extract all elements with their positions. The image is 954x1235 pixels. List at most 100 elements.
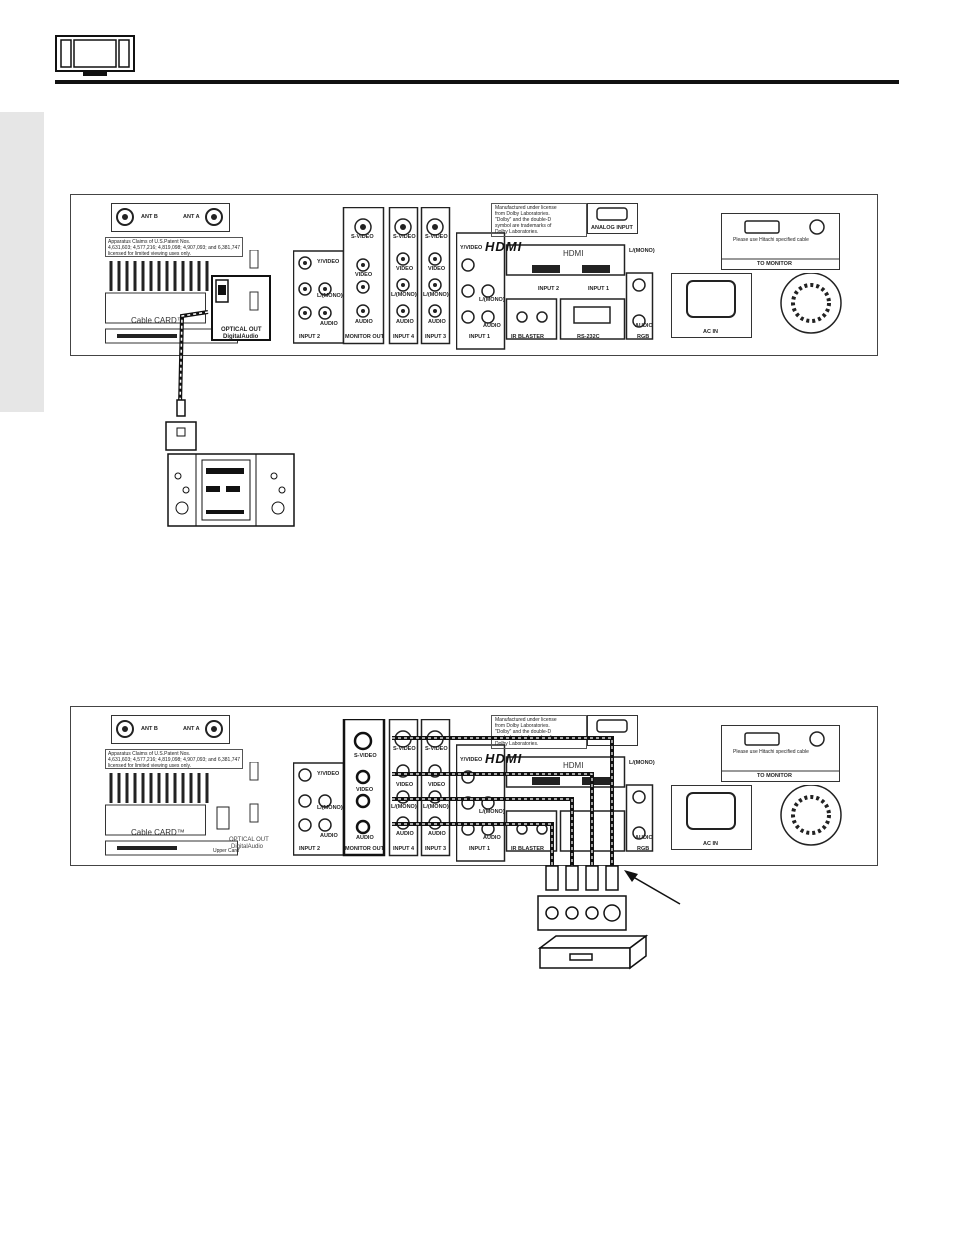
- ant-b-label: ANT B: [141, 726, 158, 732]
- antenna-box: [111, 203, 230, 232]
- input1-l-label: L/(MONO): [479, 297, 505, 303]
- input4-audio-label: AUDIO: [396, 831, 414, 837]
- cablecard-label: Cable CARD™: [131, 316, 185, 325]
- rgb-audio-label: AUDIO: [635, 835, 653, 841]
- input4-svideo-label: S-VIDEO: [393, 746, 416, 752]
- ant-a-label: ANT A: [183, 214, 200, 220]
- ir-blaster-label: IR BLASTER: [511, 846, 544, 852]
- input3-l-label: L/(MONO): [423, 804, 449, 810]
- side-tab: [0, 112, 44, 412]
- input4-audio-label: AUDIO: [396, 319, 414, 325]
- input1-label: INPUT 1: [469, 334, 491, 340]
- input2-y-label: Y/VIDEO: [317, 259, 340, 265]
- input4-label: INPUT 4: [393, 846, 415, 852]
- rgb-label: RGB: [637, 334, 650, 340]
- optical-out-label: OPTICAL OUT: [229, 837, 269, 843]
- cable-note: Please use Hitachi specified cable: [733, 749, 809, 755]
- hdmi-label: HDMI: [563, 249, 584, 258]
- rs232c-label: RS-232C: [577, 334, 600, 340]
- input4-video-label: VIDEO: [396, 266, 414, 272]
- patent-note: Apparatus Claims of U.S.Patent Nos. 4,63…: [105, 749, 243, 769]
- input4-l-label: L/(MONO): [391, 804, 417, 810]
- monitor-out-audio-label: AUDIO: [356, 835, 374, 841]
- input2-label: INPUT 2: [299, 846, 321, 852]
- digital-audio-label: DigitalAudio: [223, 334, 259, 340]
- input3-svideo-label: S-VIDEO: [425, 234, 448, 240]
- input4-video-label: VIDEO: [396, 782, 414, 788]
- cable-note: Please use Hitachi specified cable: [733, 237, 809, 243]
- ant-a-label: ANT A: [183, 726, 200, 732]
- monitor-out-svideo-label: S-VIDEO: [351, 234, 374, 240]
- switch-marks: [249, 250, 259, 311]
- ant-b-label: ANT B: [141, 214, 158, 220]
- input2-audio-label: AUDIO: [320, 833, 338, 839]
- hdmi-input2-label: INPUT 2: [538, 286, 560, 292]
- to-monitor-label: TO MONITOR: [757, 773, 792, 779]
- monitor-out-video-label: VIDEO: [356, 787, 374, 793]
- input2-label: INPUT 2: [299, 334, 321, 340]
- rgb-l-label: L/(MONO): [629, 248, 655, 254]
- input2-l-label: L/(MONO): [317, 293, 343, 299]
- dolby-note: Manufactured under license from Dolby La…: [491, 203, 587, 237]
- digital-audio-label: DigitalAudio: [231, 844, 264, 850]
- analog-input-port: [587, 715, 638, 746]
- hdmi-input1-label: INPUT 1: [588, 286, 610, 292]
- switch-marks: [249, 762, 259, 823]
- input3-label: INPUT 3: [425, 846, 447, 852]
- to-monitor-port: [721, 213, 840, 270]
- rgb-label: RGB: [637, 846, 650, 852]
- hdmi-label: HDMI: [563, 761, 584, 770]
- tv-icon: [55, 35, 135, 76]
- av-input-bank: [293, 207, 451, 345]
- monitor-out-cables-and-vcr: [392, 736, 681, 970]
- input3-svideo-label: S-VIDEO: [425, 746, 448, 752]
- input3-audio-label: AUDIO: [428, 831, 446, 837]
- input1-y-label: Y/VIDEO: [460, 757, 483, 763]
- monitor-out-video-label: VIDEO: [355, 272, 373, 278]
- input1-l-label: L/(MONO): [479, 809, 505, 815]
- input4-l-label: L/(MONO): [391, 292, 417, 298]
- rear-panel-optical: ANT B ANT A Apparatus Claims of U.S.Pate…: [70, 194, 878, 356]
- hdmi-logo: HDMI: [485, 239, 523, 254]
- patent-note: Apparatus Claims of U.S.Patent Nos. 4,63…: [105, 237, 243, 257]
- ac-in-power: [671, 273, 842, 338]
- input3-audio-label: AUDIO: [428, 319, 446, 325]
- cablecard-slot: [105, 773, 238, 856]
- optical-port-box: [211, 275, 271, 341]
- hdmi-logo: HDMI: [485, 751, 523, 766]
- av-input-bank: [293, 719, 451, 857]
- input2-l-label: L/(MONO): [317, 805, 343, 811]
- monitor-out-svideo-label: S-VIDEO: [354, 753, 377, 759]
- rgb-audio-label: AUDIO: [635, 323, 653, 329]
- analog-input-port: [587, 203, 638, 234]
- ac-in-label: AC IN: [703, 329, 718, 335]
- ir-blaster-label: IR BLASTER: [511, 334, 544, 340]
- input3-l-label: L/(MONO): [423, 292, 449, 298]
- input1-audio-label: AUDIO: [483, 323, 501, 329]
- optical-out-label: OPTICAL OUT: [221, 327, 262, 333]
- input3-video-label: VIDEO: [428, 782, 446, 788]
- antenna-box: [111, 715, 230, 744]
- monitor-out-label: MONITOR OUT: [345, 334, 385, 340]
- hdmi-input1-bank: [456, 232, 654, 350]
- input2-y-label: Y/VIDEO: [317, 771, 340, 777]
- input1-audio-label: AUDIO: [483, 835, 501, 841]
- optical-cable-and-receiver: [165, 310, 295, 527]
- to-monitor-port: [721, 725, 840, 782]
- analog-input-label: ANALOG INPUT: [591, 225, 633, 231]
- input2-audio-label: AUDIO: [320, 321, 338, 327]
- upper-card-label: Upper Card: [213, 848, 239, 854]
- input3-label: INPUT 3: [425, 334, 447, 340]
- monitor-out-audio-label: AUDIO: [355, 319, 373, 325]
- ac-in-label: AC IN: [703, 841, 718, 847]
- input3-video-label: VIDEO: [428, 266, 446, 272]
- rgb-l-label: L/(MONO): [629, 760, 655, 766]
- input4-label: INPUT 4: [393, 334, 415, 340]
- input1-label: INPUT 1: [469, 846, 491, 852]
- ac-in-power: [671, 785, 842, 850]
- cablecard-label: Cable CARD™: [131, 828, 185, 837]
- input1-y-label: Y/VIDEO: [460, 245, 483, 251]
- to-monitor-label: TO MONITOR: [757, 261, 792, 267]
- input4-svideo-label: S-VIDEO: [393, 234, 416, 240]
- monitor-out-label: MONITOR OUT: [345, 846, 385, 852]
